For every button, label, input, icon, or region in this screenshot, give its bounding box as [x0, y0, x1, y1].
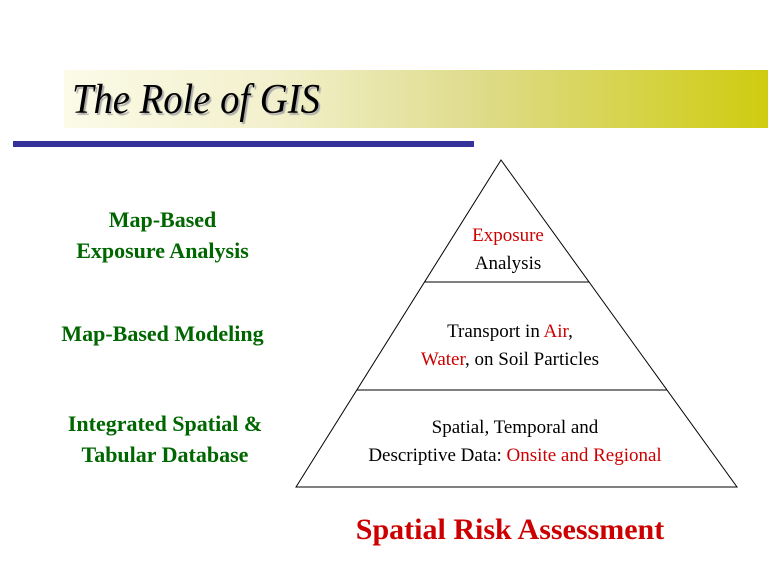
text: Descriptive Data: — [368, 445, 507, 466]
title-rule — [13, 141, 474, 147]
text: , on Soil Particles — [465, 349, 600, 370]
top-text: Analysis — [474, 253, 542, 274]
slide-title: The Role of GIS — [72, 77, 320, 123]
red-text: Water — [420, 349, 466, 370]
text: Transport in — [447, 321, 544, 342]
text: Spatial, Temporal and — [431, 417, 599, 438]
footer-caption: Spatial Risk Assessment — [355, 513, 665, 546]
label-exposure-analysis: Map-Based Exposure Analysis — [20, 204, 305, 266]
red-text: Air — [543, 321, 569, 342]
label-line: Exposure Analysis — [76, 238, 249, 263]
pyramid-top-text: Exposure Analysis — [408, 222, 608, 278]
title-banner — [64, 70, 768, 128]
pyramid-middle-text: Transport in Air, Water, on Soil Particl… — [360, 318, 660, 374]
label-line: Map-Based — [108, 207, 217, 232]
label-line: Tabular Database — [81, 442, 249, 467]
top-red-text: Exposure — [472, 225, 544, 246]
label-line: Map-Based Modeling — [61, 321, 264, 346]
label-line: Integrated Spatial & — [67, 411, 263, 436]
label-modeling: Map-Based Modeling — [20, 318, 305, 349]
red-text: Onsite and Regional — [506, 445, 662, 466]
label-database: Integrated Spatial & Tabular Database — [20, 408, 310, 470]
text: , — [568, 321, 573, 342]
pyramid-outline — [295, 159, 738, 488]
pyramid-bottom-text: Spatial, Temporal and Descriptive Data: … — [310, 414, 720, 470]
